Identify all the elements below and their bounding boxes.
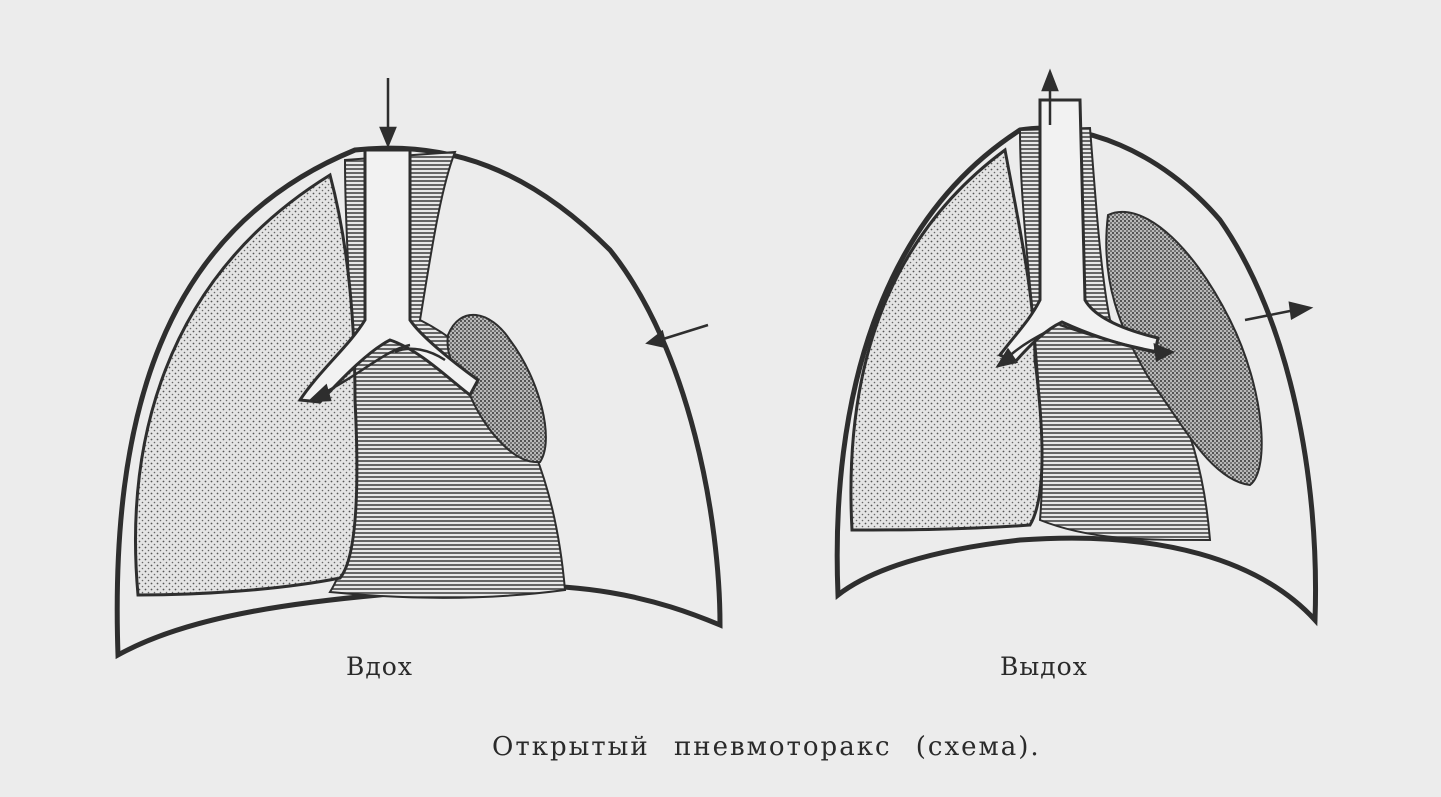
inhale-panel: [117, 78, 720, 655]
panel-label-inhale: Вдох: [346, 652, 413, 681]
figure-caption: Открытый пневмоторакс (схема).: [492, 732, 1041, 762]
exhale-panel: [837, 72, 1315, 620]
panel-label-exhale: Выдох: [1000, 652, 1088, 681]
